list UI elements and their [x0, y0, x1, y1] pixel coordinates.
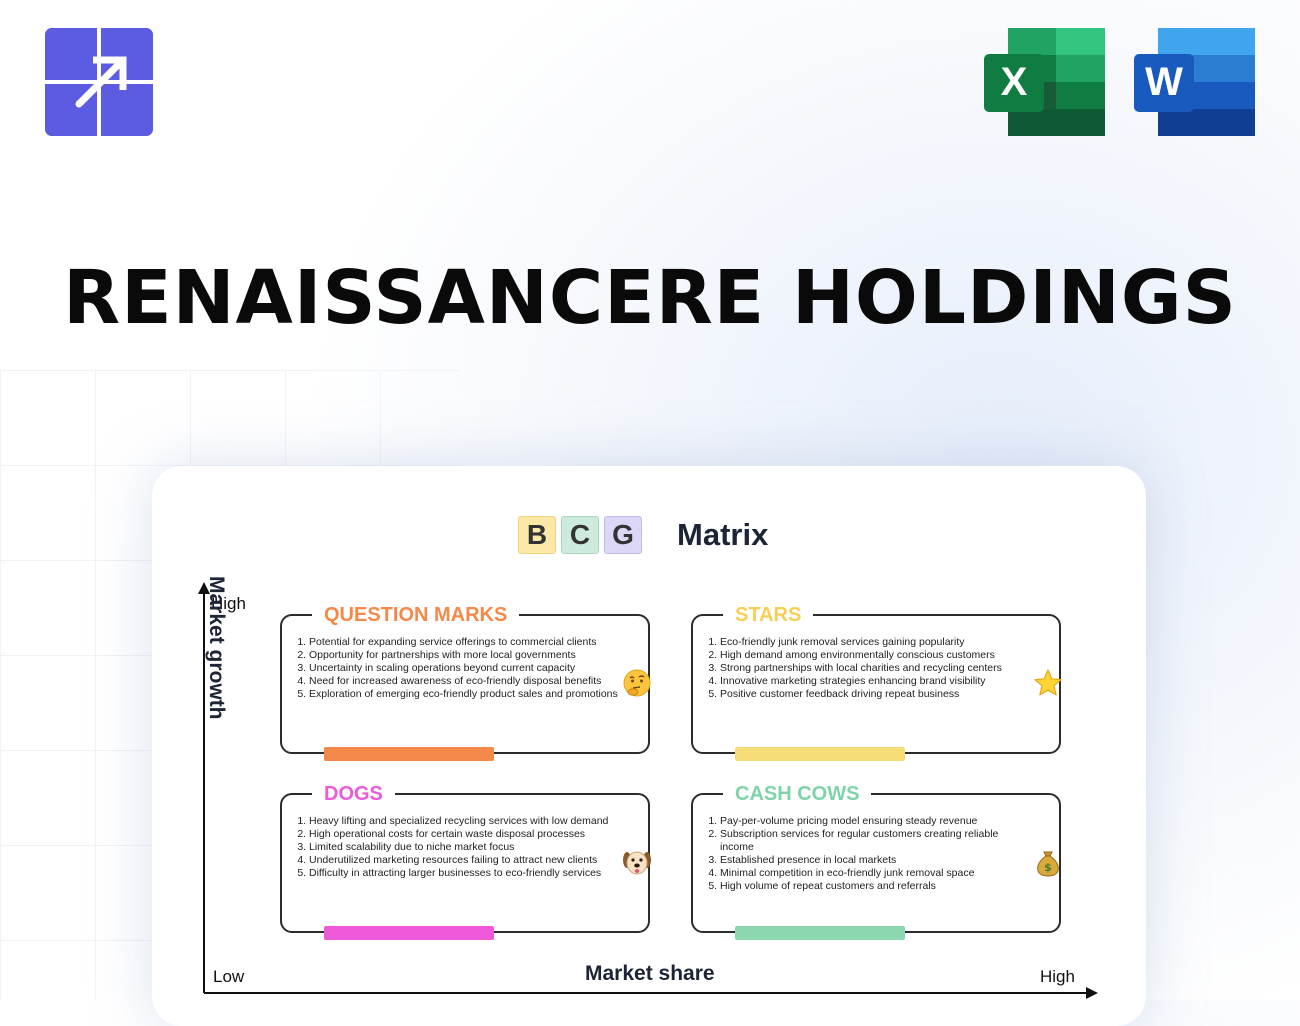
dog-face-icon: [623, 851, 651, 875]
quadrant-dogs: DOGS Heavy lifting and specialized recyc…: [280, 782, 651, 940]
quadrant-accent-bar: [735, 747, 905, 761]
quadrant-list: Eco-friendly junk removal services gaini…: [707, 636, 1030, 701]
list-item: Difficulty in attracting larger business…: [309, 867, 619, 880]
quadrant-accent-bar: [324, 747, 494, 761]
excel-app-icon: X: [984, 28, 1106, 136]
x-axis-arrow-icon: [1086, 987, 1098, 999]
list-item: Heavy lifting and specialized recycling …: [309, 815, 619, 828]
word-app-icon: W: [1134, 28, 1256, 136]
x-axis-high-label: High: [1040, 967, 1075, 986]
list-item: Need for increased awareness of eco-frie…: [309, 675, 619, 688]
y-axis-arrow-icon: [198, 582, 210, 594]
money-bag-icon: $: [1037, 851, 1059, 877]
arrow-logo-icon: [45, 28, 153, 136]
bcg-matrix-title: B C G Matrix: [518, 516, 768, 554]
quadrant-list: Heavy lifting and specialized recycling …: [296, 815, 619, 880]
star-icon: [1034, 669, 1062, 696]
list-item: Pay-per-volume pricing model ensuring st…: [720, 815, 1030, 828]
list-item: Subscription services for regular custom…: [720, 828, 1030, 854]
list-item: Underutilized marketing resources failin…: [309, 854, 619, 867]
list-item: Exploration of emerging eco-friendly pro…: [309, 688, 619, 701]
list-item: High volume of repeat customers and refe…: [720, 880, 1030, 893]
y-axis-title: Market growth: [205, 576, 228, 720]
quadrant-cash-cows: CASH COWS Pay-per-volume pricing model e…: [691, 782, 1061, 940]
bcg-letter-g: G: [604, 516, 642, 554]
list-item: High demand among environmentally consci…: [720, 649, 1030, 662]
brand-logo: [45, 28, 153, 136]
list-item: Innovative marketing strategies enhancin…: [720, 675, 1030, 688]
bcg-matrix-card: B C G Matrix High Market growth Low Mark…: [152, 466, 1146, 1026]
bcg-letter-b: B: [518, 516, 556, 554]
quadrant-stars: STARS Eco-friendly junk removal services…: [691, 603, 1062, 761]
quadrant-title: CASH COWS: [723, 782, 872, 806]
list-item: High operational costs for certain waste…: [309, 828, 619, 841]
list-item: Positive customer feedback driving repea…: [720, 688, 1030, 701]
svg-text:$: $: [1044, 861, 1052, 874]
quadrant-question-marks: QUESTION MARKS Potential for expanding s…: [280, 603, 651, 761]
quadrant-list: Pay-per-volume pricing model ensuring st…: [707, 815, 1030, 893]
excel-letter: X: [1001, 60, 1028, 104]
list-item: Opportunity for partnerships with more l…: [309, 649, 619, 662]
y-axis-high-label: High: [211, 594, 246, 613]
quadrant-title: QUESTION MARKS: [312, 603, 520, 627]
word-letter: W: [1145, 60, 1183, 104]
list-item: Potential for expanding service offering…: [309, 636, 619, 649]
quadrant-list: Potential for expanding service offering…: [296, 636, 619, 701]
x-axis-low-label: Low: [213, 967, 245, 986]
list-item: Eco-friendly junk removal services gaini…: [720, 636, 1030, 649]
quadrant-title: STARS: [723, 603, 814, 627]
matrix-axes: [198, 582, 1098, 999]
quadrant-accent-bar: [324, 926, 494, 940]
list-item: Uncertainty in scaling operations beyond…: [309, 662, 619, 675]
quadrant-accent-bar: [735, 926, 905, 940]
list-item: Established presence in local markets: [720, 854, 1030, 867]
page-title: RENAISSANCERE HOLDINGS: [63, 255, 1237, 341]
list-item: Minimal competition in eco-friendly junk…: [720, 867, 1030, 880]
quadrant-title: DOGS: [312, 782, 395, 806]
x-axis-title: Market share: [585, 962, 715, 985]
list-item: Limited scalability due to niche market …: [309, 841, 619, 854]
list-item: Strong partnerships with local charities…: [720, 662, 1030, 675]
thinking-face-icon: [623, 669, 651, 697]
bcg-letter-c: C: [561, 516, 599, 554]
matrix-word: Matrix: [677, 517, 769, 552]
